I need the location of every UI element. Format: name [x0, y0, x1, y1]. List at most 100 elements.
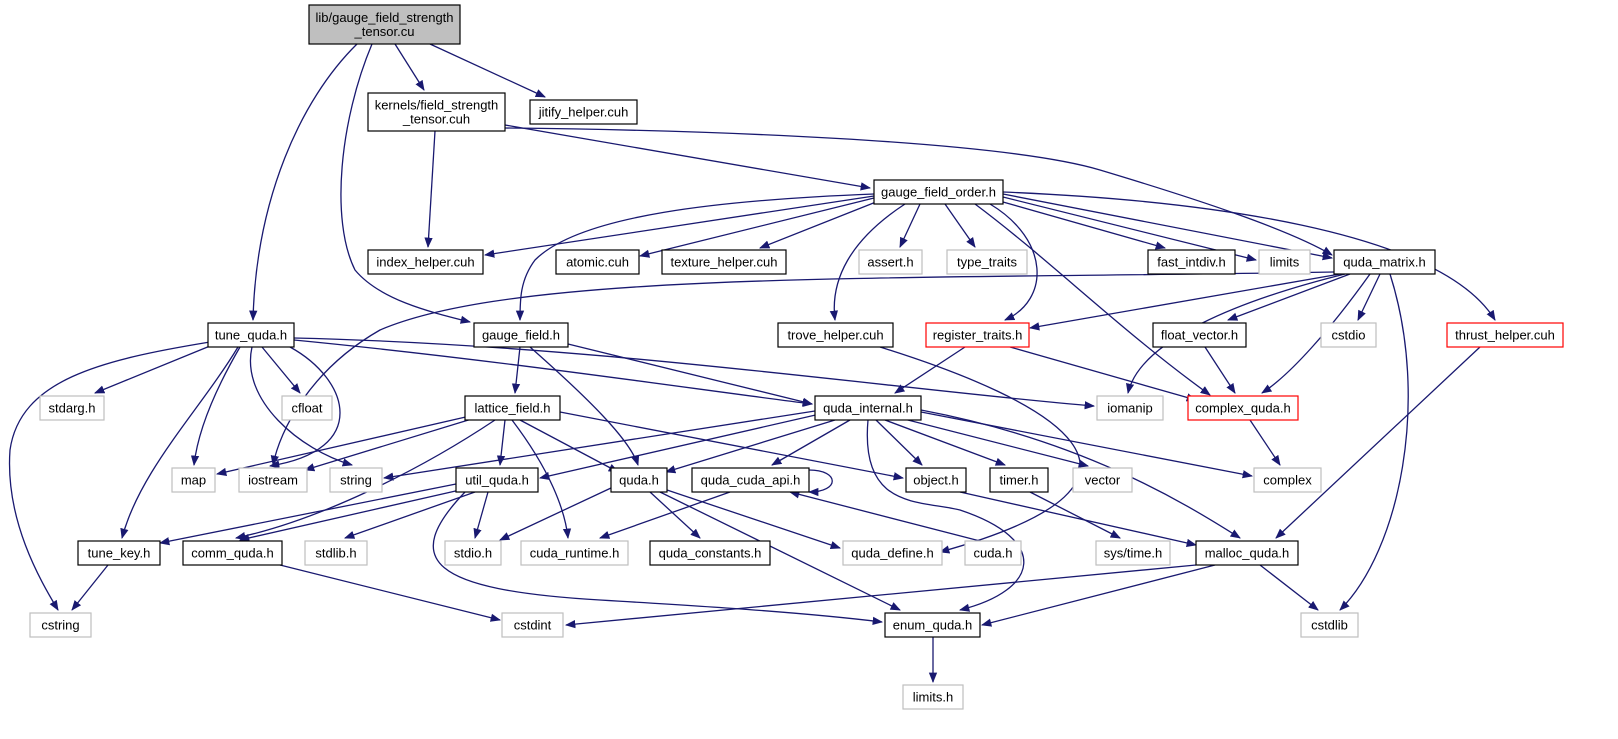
node-quda-constants[interactable]: quda_constants.h — [649, 540, 771, 566]
edge-gfo-to-thrust-helper — [1002, 191, 1496, 321]
node-trove-helper[interactable]: trove_helper.cuh — [777, 322, 894, 348]
node-label: gauge_field.h — [482, 328, 560, 343]
node-timer[interactable]: timer.h — [989, 467, 1049, 493]
node-object[interactable]: object.h — [905, 467, 967, 493]
node-cuda-runtime: cuda_runtime.h — [520, 540, 629, 566]
node-label: util_quda.h — [465, 473, 529, 488]
edge-gfo-to-atomic — [638, 197, 875, 258]
node-box[interactable] — [367, 249, 484, 275]
node-box[interactable] — [182, 540, 283, 566]
edge-malloc-quda-to-enum-quda — [980, 564, 1216, 627]
edge-tune-quda-to-map — [190, 346, 241, 467]
edge-lattice-field-to-iostream — [304, 417, 476, 472]
edge-tune-quda-to-quda-internal — [293, 339, 814, 407]
node-label: string — [340, 473, 372, 488]
edge-register-traits-to-complex-quda — [1009, 346, 1198, 402]
edge-quda-internal-to-quda-cuda-api — [771, 419, 851, 466]
edge-root-to-jitify — [429, 43, 546, 98]
node-label: sys/time.h — [1104, 546, 1163, 561]
node-label: cstdint — [514, 618, 552, 633]
node-box — [946, 249, 1028, 275]
edge-util-quda-to-stdio — [473, 491, 489, 540]
node-box[interactable] — [1446, 322, 1564, 348]
node-box[interactable] — [884, 612, 981, 638]
node-label: quda_internal.h — [823, 401, 913, 416]
node-box[interactable] — [367, 92, 506, 132]
edge-lattice-field-to-cuda-runtime — [511, 419, 572, 540]
node-box[interactable] — [555, 249, 640, 275]
node-box[interactable] — [989, 467, 1049, 493]
node-box[interactable] — [610, 467, 668, 493]
node-quda-internal[interactable]: quda_internal.h — [814, 395, 922, 421]
node-box[interactable] — [814, 395, 922, 421]
node-box[interactable] — [207, 322, 295, 348]
node-label: map — [181, 473, 206, 488]
node-box[interactable] — [455, 467, 539, 493]
node-label: quda_constants.h — [659, 546, 762, 561]
node-box[interactable] — [777, 322, 894, 348]
node-label: float_vector.h — [1161, 328, 1238, 343]
node-util-quda[interactable]: util_quda.h — [455, 467, 539, 493]
node-label: stdlib.h — [315, 546, 356, 561]
node-tune-quda[interactable]: tune_quda.h — [207, 322, 295, 348]
node-box[interactable] — [529, 99, 638, 125]
node-label: tune_quda.h — [215, 328, 287, 343]
node-box[interactable] — [691, 467, 810, 493]
node-box[interactable] — [1333, 249, 1436, 275]
edge-malloc-quda-to-cstdint — [564, 564, 1197, 629]
edge-quda-internal-to-complex — [920, 411, 1254, 479]
node-tune-key[interactable]: tune_key.h — [77, 540, 161, 566]
node-limits-h: limits.h — [902, 684, 964, 710]
edge-kfst-to-index-helper — [424, 130, 436, 249]
edge-quda-to-quda-define — [666, 489, 841, 549]
node-label: type_traits — [957, 255, 1017, 270]
edge-float-vector-to-complex-quda — [1204, 346, 1236, 394]
node-quda[interactable]: quda.h — [610, 467, 668, 493]
edge-complex-quda-to-complex — [1249, 419, 1281, 466]
node-gfo[interactable]: gauge_field_order.h — [873, 179, 1004, 205]
node-label: thrust_helper.cuh — [1455, 328, 1555, 343]
node-index-helper[interactable]: index_helper.cuh — [367, 249, 484, 275]
node-complex-quda[interactable]: complex_quda.h — [1187, 395, 1299, 421]
node-texture-helper[interactable]: texture_helper.cuh — [661, 249, 787, 275]
node-kfst[interactable]: kernels/field_strength_tensor.cuh — [367, 92, 506, 132]
node-thrust-helper[interactable]: thrust_helper.cuh — [1446, 322, 1564, 348]
node-box[interactable] — [464, 395, 561, 421]
node-box[interactable] — [873, 179, 1004, 205]
node-gauge-field[interactable]: gauge_field.h — [473, 322, 569, 348]
edge-register-traits-to-quda-internal — [894, 346, 966, 394]
node-box[interactable] — [1195, 540, 1299, 566]
node-box[interactable] — [77, 540, 161, 566]
node-box — [1072, 467, 1133, 493]
node-label: stdarg.h — [49, 401, 96, 416]
node-box[interactable] — [1147, 249, 1236, 275]
node-box[interactable] — [308, 4, 461, 45]
node-jitify[interactable]: jitify_helper.cuh — [529, 99, 638, 125]
node-root[interactable]: lib/gauge_field_strength_tensor.cu — [308, 4, 461, 45]
node-atomic[interactable]: atomic.cuh — [555, 249, 640, 275]
node-box — [1095, 540, 1171, 566]
node-comm-quda[interactable]: comm_quda.h — [182, 540, 283, 566]
node-box — [281, 395, 333, 421]
node-malloc-quda[interactable]: malloc_quda.h — [1195, 540, 1299, 566]
node-box[interactable] — [1152, 322, 1247, 348]
node-box[interactable] — [905, 467, 967, 493]
node-label: index_helper.cuh — [376, 255, 474, 270]
node-label: cstring — [41, 618, 79, 633]
node-box[interactable] — [473, 322, 569, 348]
node-box[interactable] — [925, 322, 1030, 348]
node-lattice-field[interactable]: lattice_field.h — [464, 395, 561, 421]
edge-util-quda-to-stdlib — [344, 491, 476, 539]
node-enum-quda[interactable]: enum_quda.h — [884, 612, 981, 638]
node-register-traits[interactable]: register_traits.h — [925, 322, 1030, 348]
node-box[interactable] — [661, 249, 787, 275]
node-label: cfloat — [291, 401, 322, 416]
node-box[interactable] — [649, 540, 771, 566]
node-fast-intdiv[interactable]: fast_intdiv.h — [1147, 249, 1236, 275]
node-quda-matrix[interactable]: quda_matrix.h — [1333, 249, 1436, 275]
node-box[interactable] — [1187, 395, 1299, 421]
node-label: _tensor.cu — [354, 24, 415, 39]
node-float-vector[interactable]: float_vector.h — [1152, 322, 1247, 348]
node-quda-cuda-api[interactable]: quda_cuda_api.h — [691, 467, 810, 493]
node-box — [842, 540, 943, 566]
